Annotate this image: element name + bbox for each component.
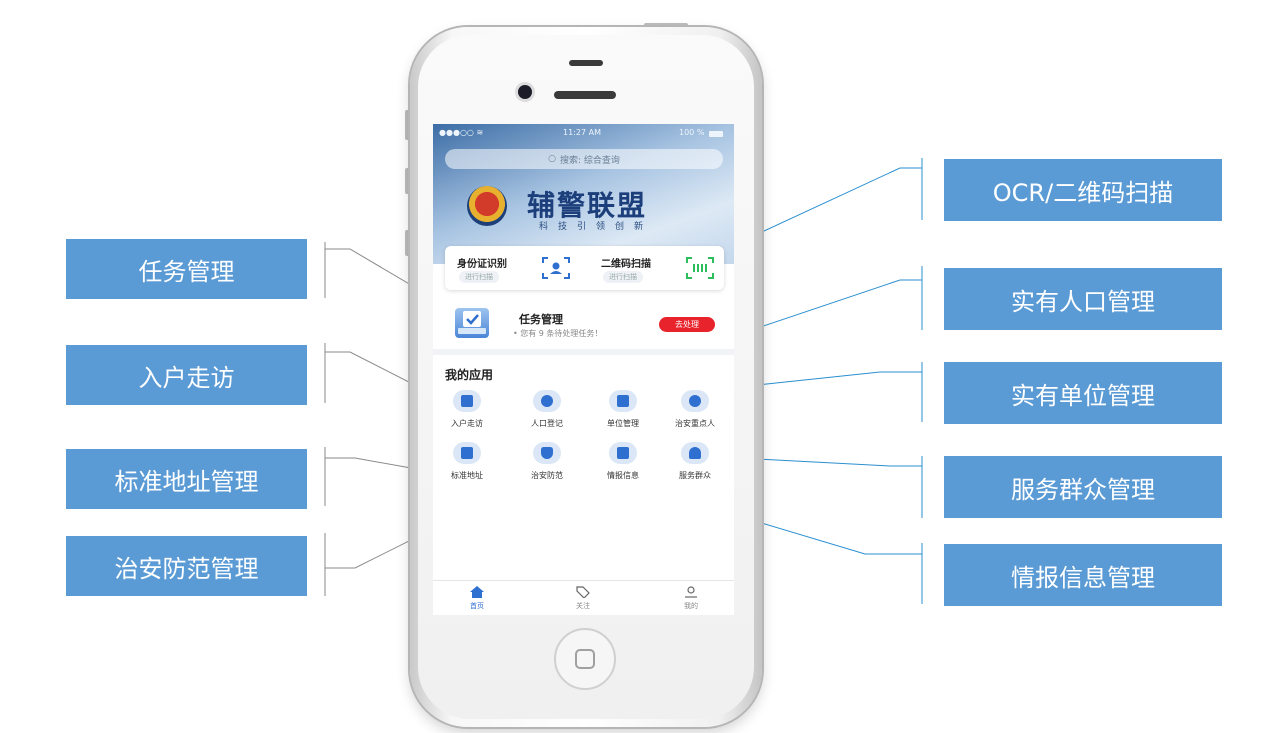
shield-icon bbox=[533, 442, 561, 464]
app-population-register[interactable]: 人口登记 bbox=[513, 390, 573, 436]
id-scan-button[interactable]: 身份证识别 进行扫描 bbox=[445, 246, 583, 290]
status-battery: 100 % bbox=[679, 128, 705, 137]
building-icon bbox=[609, 390, 637, 412]
status-bar: ●●●○○ ≋ 11:27 AM 100 % bbox=[433, 128, 734, 142]
callout-intel: 情报信息管理 bbox=[944, 544, 1222, 606]
front-camera bbox=[518, 85, 532, 99]
volume-down-button bbox=[405, 230, 410, 256]
app-intelligence[interactable]: 情报信息 bbox=[589, 442, 649, 488]
earpiece-speaker bbox=[554, 91, 616, 99]
task-title: 任务管理 bbox=[519, 313, 563, 326]
person-icon bbox=[533, 390, 561, 412]
volume-up-button bbox=[405, 168, 410, 194]
tab-mine-label: 我的 bbox=[684, 602, 698, 610]
bottom-tab-bar: 首页 关注 我的 bbox=[433, 580, 734, 615]
app-security-prevention[interactable]: 治安防范 bbox=[513, 442, 573, 488]
police-emblem-logo bbox=[467, 186, 507, 226]
handle-task-button[interactable]: 去处理 bbox=[659, 317, 715, 332]
brand-title: 辅警联盟 bbox=[527, 189, 648, 222]
callout-service: 服务群众管理 bbox=[944, 456, 1222, 518]
callout-ocr: OCR/二维码扫描 bbox=[944, 159, 1222, 221]
signal-icon: ●●●○○ ≋ bbox=[439, 128, 484, 137]
app-label: 服务群众 bbox=[679, 471, 711, 480]
map-icon bbox=[453, 442, 481, 464]
user-icon bbox=[685, 586, 697, 598]
mute-switch bbox=[405, 110, 410, 140]
qr-scan-button[interactable]: 二维码扫描 进行扫描 bbox=[585, 246, 724, 290]
door-icon bbox=[453, 390, 481, 412]
tab-follow[interactable]: 关注 bbox=[553, 584, 613, 614]
app-door-visit[interactable]: 入户走访 bbox=[433, 390, 493, 436]
callout-security: 治安防范管理 bbox=[66, 536, 307, 596]
home-square-icon bbox=[575, 649, 595, 669]
heart-hand-icon bbox=[681, 442, 709, 464]
callout-population: 实有人口管理 bbox=[944, 268, 1222, 330]
status-time: 11:27 AM bbox=[563, 128, 601, 137]
app-label: 治安重点人 bbox=[675, 419, 715, 428]
callout-unit: 实有单位管理 bbox=[944, 362, 1222, 424]
id-scan-subtitle: 进行扫描 bbox=[459, 271, 499, 283]
monitor-icon bbox=[609, 442, 637, 464]
line-ocr-path bbox=[694, 158, 923, 264]
barcode-scan-icon bbox=[686, 257, 714, 279]
app-label: 人口登记 bbox=[531, 419, 563, 428]
callout-address: 标准地址管理 bbox=[66, 449, 307, 509]
tag-icon bbox=[576, 586, 590, 598]
app-public-service[interactable]: 服务群众 bbox=[661, 442, 721, 488]
search-icon: ○ bbox=[548, 154, 556, 164]
app-security-key-person[interactable]: 治安重点人 bbox=[661, 390, 721, 436]
person-alert-icon bbox=[681, 390, 709, 412]
tab-home-label: 首页 bbox=[470, 602, 484, 610]
app-label: 情报信息 bbox=[607, 471, 639, 480]
tab-follow-label: 关注 bbox=[576, 602, 590, 610]
app-unit-management[interactable]: 单位管理 bbox=[589, 390, 649, 436]
callout-task: 任务管理 bbox=[66, 239, 307, 299]
power-button bbox=[644, 23, 688, 28]
app-label: 单位管理 bbox=[607, 419, 639, 428]
app-label: 治安防范 bbox=[531, 471, 563, 480]
app-label: 入户走访 bbox=[451, 419, 483, 428]
id-card-icon bbox=[542, 257, 570, 279]
header-banner: ●●●○○ ≋ 11:27 AM 100 % ○ 搜索: 综合查询 辅警联盟 科… bbox=[433, 124, 734, 264]
scan-card: 身份证识别 进行扫描 二维码扫描 进行扫描 bbox=[445, 246, 724, 290]
brand-slogan: 科技引领创新 bbox=[539, 222, 654, 232]
battery-icon bbox=[709, 131, 723, 137]
qr-scan-subtitle: 进行扫描 bbox=[603, 271, 643, 283]
tab-mine[interactable]: 我的 bbox=[661, 584, 721, 614]
search-placeholder: 搜索: 综合查询 bbox=[559, 155, 620, 166]
task-card[interactable]: 任务管理 • 您有 9 条待处理任务！ 去处理 bbox=[433, 299, 734, 355]
home-icon bbox=[470, 586, 484, 598]
qr-scan-title: 二维码扫描 bbox=[601, 259, 651, 270]
my-apps-title: 我的应用 bbox=[445, 368, 494, 382]
task-checklist-icon bbox=[455, 308, 489, 338]
callout-visit: 入户走访 bbox=[66, 345, 307, 405]
search-input[interactable]: ○ 搜索: 综合查询 bbox=[445, 149, 723, 169]
app-label: 标准地址 bbox=[451, 471, 483, 480]
task-description: • 您有 9 条待处理任务！ bbox=[513, 329, 603, 338]
tab-home[interactable]: 首页 bbox=[447, 584, 507, 614]
id-scan-title: 身份证识别 bbox=[457, 259, 507, 270]
home-button[interactable] bbox=[554, 628, 616, 690]
earpiece-top bbox=[569, 60, 603, 66]
app-standard-address[interactable]: 标准地址 bbox=[433, 442, 493, 488]
phone-screen: ●●●○○ ≋ 11:27 AM 100 % ○ 搜索: 综合查询 辅警联盟 科… bbox=[433, 124, 734, 615]
